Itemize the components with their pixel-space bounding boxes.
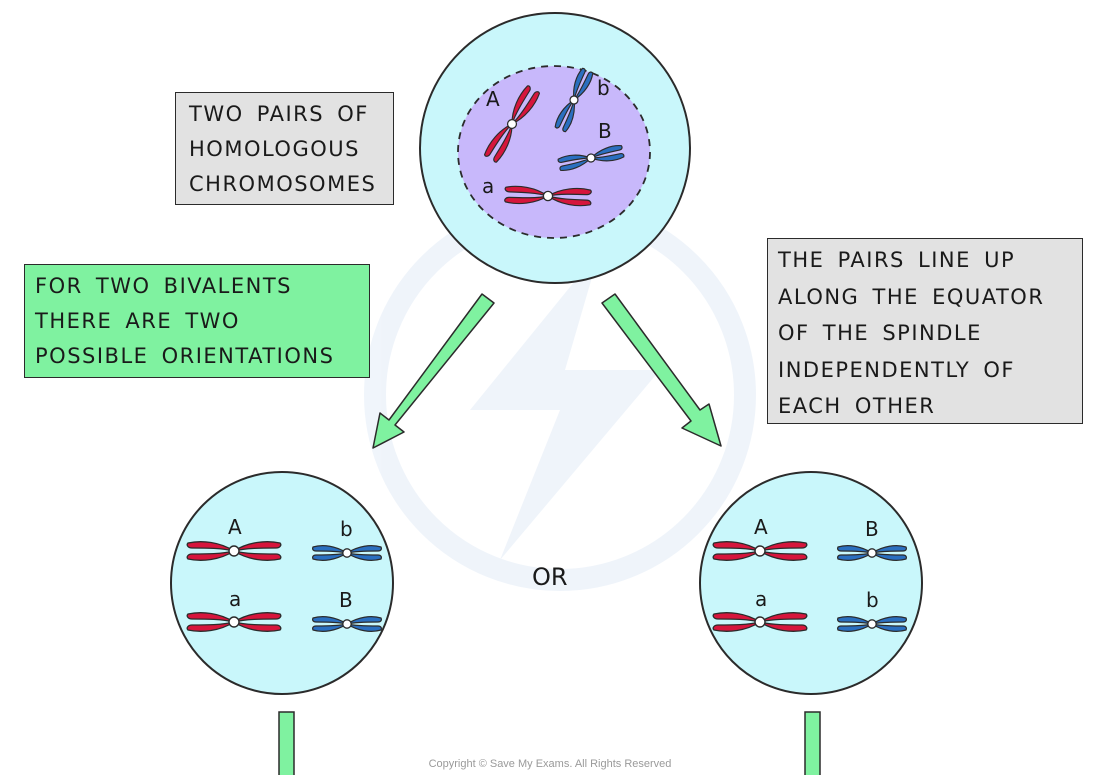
box-line: HOMOLOGOUS: [189, 137, 360, 161]
top-cell: A b B a: [419, 12, 691, 284]
copyright-notice: Copyright © Save My Exams. All Rights Re…: [428, 758, 672, 770]
label-B: B: [339, 588, 353, 612]
box-line: EACH OTHER: [778, 394, 936, 418]
label-a: a: [229, 587, 241, 611]
box-line: ALONG THE EQUATOR: [778, 284, 1045, 309]
label-a: a: [755, 587, 767, 611]
nucleus: [457, 65, 651, 239]
box-line: OF THE SPINDLE: [778, 321, 982, 345]
box-line: TWO PAIRS OF: [189, 102, 369, 126]
or-label: OR: [532, 563, 568, 591]
right-cell: A B a b: [699, 471, 923, 695]
down-arrow-left: [278, 711, 295, 775]
label-B: B: [865, 517, 879, 541]
label-A: A: [754, 515, 768, 539]
left-cell: A b a B: [170, 471, 394, 695]
down-arrow-right: [804, 711, 821, 775]
box-line: FOR TWO BIVALENTS: [35, 274, 292, 298]
box-line: INDEPENDENTLY OF: [778, 357, 1015, 382]
pairs-line-up-box: THE PAIRS LINE UP ALONG THE EQUATOR OF T…: [767, 238, 1083, 424]
arrow-left: [372, 293, 495, 449]
label-b: b: [597, 76, 610, 100]
box-line: THE PAIRS LINE UP: [778, 248, 1016, 272]
bivalents-orientation-box: FOR TWO BIVALENTS THERE ARE TWO POSSIBLE…: [24, 264, 370, 378]
label-B: B: [598, 119, 612, 143]
label-a: a: [482, 174, 494, 198]
box-line: POSSIBLE ORIENTATIONS: [35, 344, 335, 368]
label-b: b: [866, 588, 879, 612]
label-A: A: [228, 515, 242, 539]
box-line: CHROMOSOMES: [189, 172, 377, 196]
homologous-pairs-box: TWO PAIRS OF HOMOLOGOUS CHROMOSOMES: [175, 92, 394, 205]
arrow-right: [601, 293, 722, 447]
label-b: b: [340, 517, 353, 541]
label-A: A: [486, 87, 500, 111]
box-line: THERE ARE TWO: [35, 309, 240, 333]
